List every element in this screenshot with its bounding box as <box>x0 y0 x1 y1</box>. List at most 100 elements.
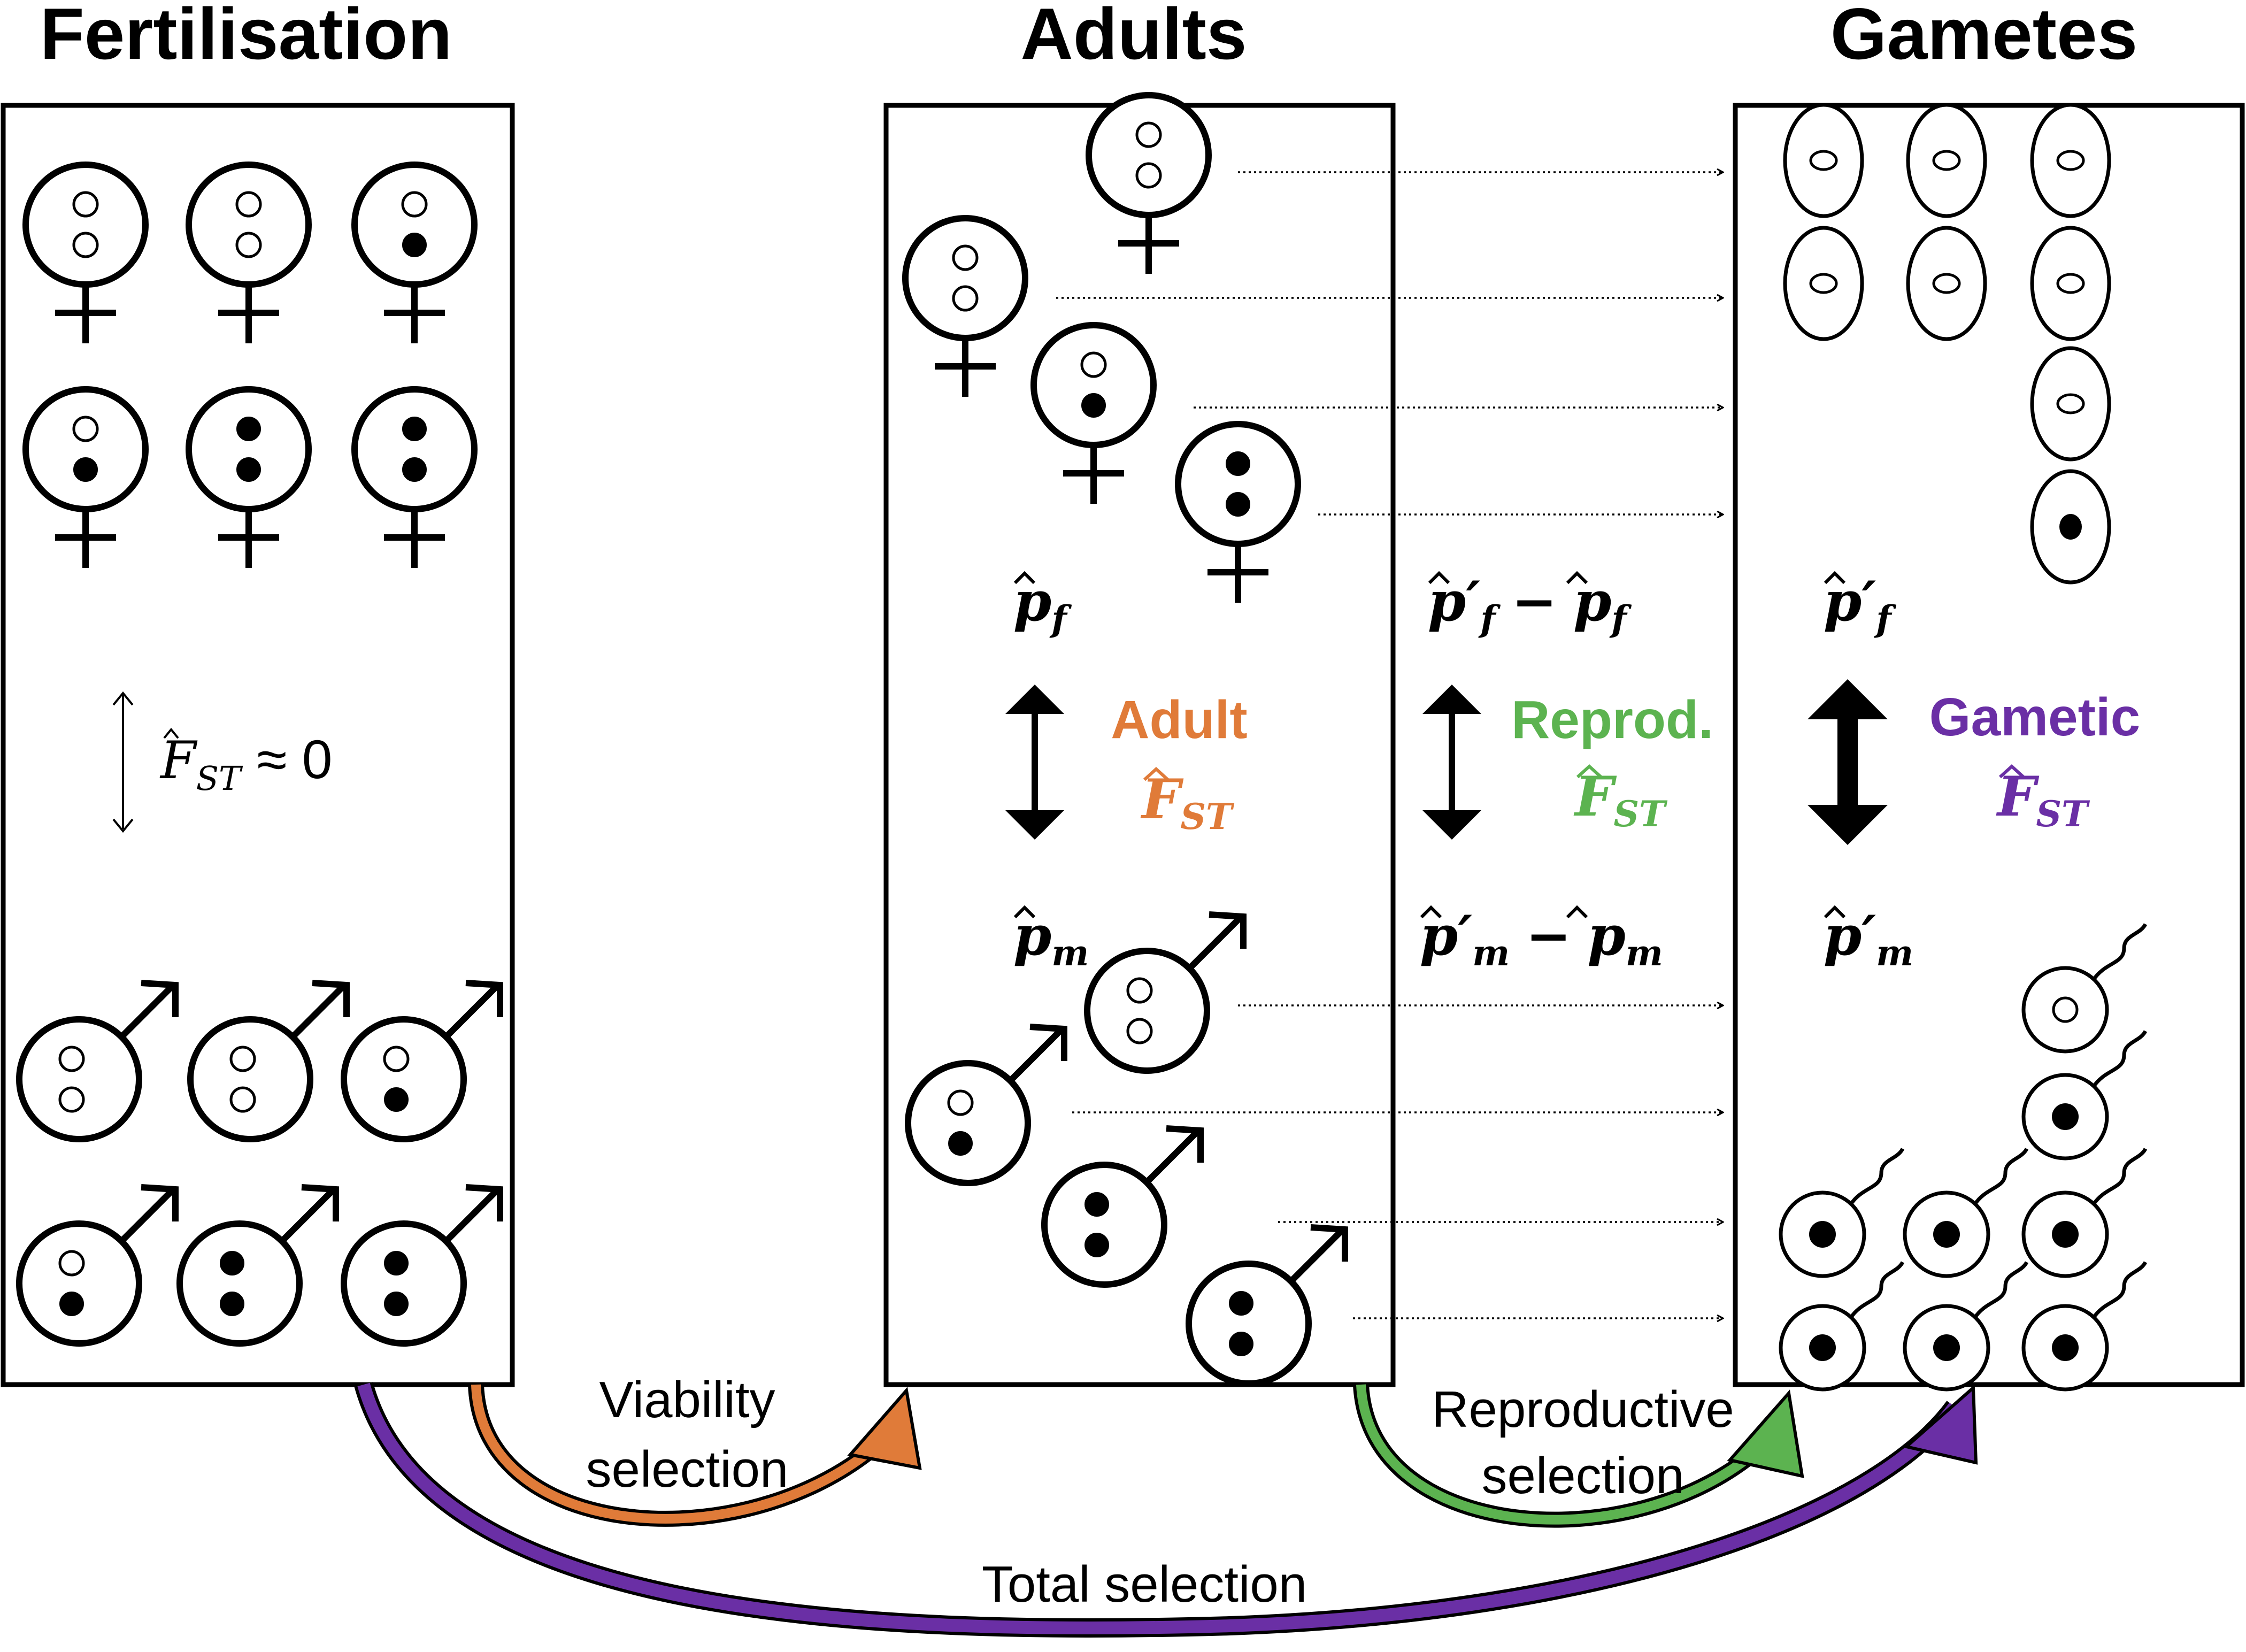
fst-symbol: F <box>159 731 198 790</box>
allele-open-circle <box>235 191 262 218</box>
allele-filled-circle <box>402 417 427 441</box>
adult-fst-arrow <box>1005 685 1064 840</box>
male-symbol-icon <box>187 980 350 1142</box>
egg-cell-icon <box>1906 103 1987 218</box>
allele-open-circle <box>58 1046 85 1072</box>
allele-open-circle <box>1080 351 1107 378</box>
reproductive-label-line2: selection <box>1482 1447 1684 1504</box>
male-symbol-icon <box>905 1024 1067 1186</box>
allele-filled-circle <box>73 457 98 482</box>
egg-cell-icon <box>1906 226 1987 341</box>
sperm-cell-icon <box>1903 1148 2029 1278</box>
sperm-cell-icon <box>2021 1030 2148 1161</box>
fertilisation-individuals <box>16 162 503 1347</box>
gametic-fst-name: Gametic <box>1929 687 2141 747</box>
adult-fst-symbol: FST <box>1140 766 1235 837</box>
svg-text:p′m: p′m <box>1824 904 1913 974</box>
total-selection-label: Total selection <box>982 1556 1307 1613</box>
reproductive-selection-arrow <box>1353 1384 1804 1528</box>
adult-female-frequency: pf <box>1013 570 1072 640</box>
viability-selection-arrow <box>468 1384 922 1527</box>
sperm-cell-icon <box>2021 923 2148 1054</box>
heading-fertilisation: Fertilisation <box>40 0 452 74</box>
svg-text:p′m−pm: p′m−pm <box>1420 904 1663 974</box>
sperm-cell-icon <box>1903 1261 2029 1392</box>
allele-filled-circle <box>384 1292 409 1316</box>
allele-open-circle <box>72 416 99 442</box>
allele-filled-circle <box>220 1251 244 1276</box>
fst-subscript: ST <box>196 759 243 798</box>
reproductive-fst-name: Reprod. <box>1511 690 1713 750</box>
allele-filled-circle <box>220 1292 244 1316</box>
viability-label-line2: selection <box>586 1441 789 1498</box>
allele-open-circle <box>58 1086 85 1113</box>
female-symbol-icon <box>22 386 149 568</box>
female-symbol-icon <box>1175 421 1301 603</box>
female-symbol-icon <box>1086 92 1212 274</box>
allele-open-circle <box>1126 977 1153 1004</box>
allele-open-circle <box>1126 1018 1153 1044</box>
sperm-cell-icon <box>2021 1261 2148 1392</box>
heading-gametes: Gametes <box>1830 0 2138 74</box>
svg-text:p′f: p′f <box>1824 570 1896 640</box>
gametic-fst-arrow <box>1807 679 1888 845</box>
allele-filled-circle <box>1081 393 1106 418</box>
egg-cell-icon <box>2030 469 2111 585</box>
female-symbol-icon <box>351 162 478 343</box>
allele-filled-circle <box>1084 1233 1109 1257</box>
female-symbol-icon <box>22 162 149 343</box>
svg-text:FST: FST <box>1573 765 1668 835</box>
sperm-cell-icon <box>2021 1148 2148 1278</box>
egg-cell-icon <box>2030 346 2111 462</box>
reproduction-dotted-arrows <box>1056 172 1723 1318</box>
sperm-cell-icon <box>1779 1261 1905 1392</box>
allele-filled-circle <box>1229 1332 1253 1356</box>
allele-open-circle <box>383 1046 410 1072</box>
allele-open-circle <box>952 244 979 271</box>
allele-open-circle <box>1135 162 1162 189</box>
adult-fst-name: Adult <box>1111 690 1247 750</box>
sperm-cell-icon <box>1779 1148 1905 1278</box>
reproductive-fst-arrow <box>1422 685 1481 840</box>
fertilisation-fst-label: FST ≈ 0 <box>159 727 332 798</box>
total-selection-arrow <box>354 1382 1978 1638</box>
allele-filled-circle <box>1226 451 1250 476</box>
female-symbol-icon <box>351 386 478 568</box>
adult-male-frequency: pm <box>1013 904 1089 974</box>
allele-open-circle <box>952 285 979 312</box>
female-symbol-icon <box>186 386 312 568</box>
allele-filled-circle <box>402 457 427 482</box>
allele-open-circle <box>229 1046 256 1072</box>
adult-individuals <box>902 92 1348 1387</box>
male-symbol-icon <box>341 980 503 1142</box>
fst-approx-zero: ≈ 0 <box>257 729 332 790</box>
viability-label-line1: Viability <box>599 1371 775 1428</box>
gametes-panel <box>1733 103 2245 1387</box>
fertilisation-panel <box>1 103 515 1387</box>
allele-open-circle <box>235 232 262 258</box>
female-symbol-icon <box>902 215 1028 397</box>
allele-open-circle <box>1135 121 1162 148</box>
female-symbol-icon <box>1030 322 1157 504</box>
svg-text:FST: FST <box>1140 767 1235 837</box>
allele-filled-circle <box>948 1131 973 1156</box>
reproductive-label-line1: Reproductive <box>1432 1381 1734 1438</box>
svg-text:pf: pf <box>1013 570 1072 640</box>
svg-text:p′f−pf: p′f−pf <box>1428 570 1632 640</box>
female-symbol-icon <box>186 162 312 343</box>
allele-filled-circle <box>236 417 261 441</box>
svg-text:FST: FST <box>1996 765 2090 835</box>
allele-filled-circle <box>236 457 261 482</box>
female-frequency-change: p′f−pf <box>1428 570 1632 640</box>
gamete-cells <box>1779 103 2148 1392</box>
allele-filled-circle <box>384 1251 409 1276</box>
male-symbol-icon <box>176 1184 339 1347</box>
allele-filled-circle <box>1226 492 1250 517</box>
egg-cell-icon <box>1783 103 1864 218</box>
svg-text:FST≈ 0: FST ≈ 0 <box>159 729 332 798</box>
allele-open-circle <box>401 191 428 218</box>
allele-filled-circle <box>402 233 427 257</box>
heading-adults: Adults <box>1020 0 1247 74</box>
allele-open-circle <box>229 1086 256 1113</box>
